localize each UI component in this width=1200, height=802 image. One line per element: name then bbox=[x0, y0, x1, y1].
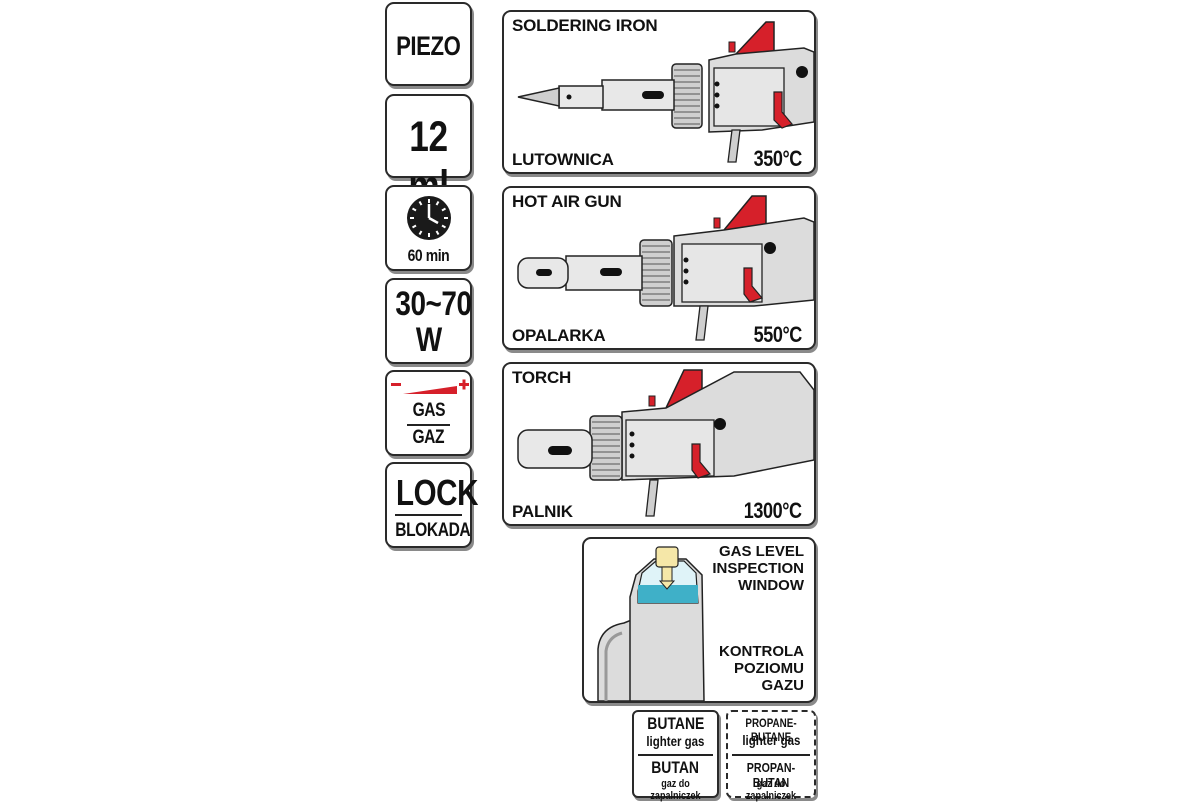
gas-type-subtitle: lighter gas bbox=[741, 732, 801, 748]
piezo-label: PIEZO bbox=[396, 31, 461, 61]
divider bbox=[732, 754, 810, 756]
gas-window-title-pl-line1: KONTROLA bbox=[719, 643, 804, 660]
mode-subtitle: PALNIK bbox=[512, 502, 573, 521]
gas-level-window-panel: GAS LEVEL INSPECTION WINDOW KONTROLA POZ… bbox=[582, 537, 816, 703]
gas-type-propane-butane: PROPANE-BUTANE lighter gas PROPAN-BUTAN … bbox=[726, 710, 816, 802]
gas-window-title-line1: GAS LEVEL bbox=[718, 543, 804, 560]
mode-temperature: 1300°C bbox=[744, 498, 802, 523]
hot-air-gun-illustration bbox=[517, 195, 814, 341]
power-range: 30~70 bbox=[395, 285, 472, 323]
gas-level-window-illustration bbox=[597, 546, 705, 701]
mode-temperature: 350°C bbox=[753, 146, 803, 171]
mode-subtitle: OPALARKA bbox=[512, 326, 606, 345]
gas-window-title-pl-line3: GAZU bbox=[761, 677, 805, 694]
mode-panel-soldering: SOLDERING IRON LUTOWNICA 350°C bbox=[502, 10, 816, 174]
gas-adjust-badge: GAS GAZ bbox=[385, 370, 472, 456]
power-unit: W bbox=[415, 321, 442, 359]
piezo-badge: PIEZO bbox=[385, 2, 472, 86]
power-badge: 30~70 W bbox=[385, 278, 472, 364]
gas-type-butane: BUTANE lighter gas BUTAN gaz do zapalnic… bbox=[632, 710, 719, 802]
divider bbox=[407, 424, 450, 426]
gas-label-en: GAS bbox=[412, 400, 445, 421]
gas-window-title-line2: INSPECTION bbox=[712, 560, 804, 577]
gas-label-pl: GAZ bbox=[412, 427, 445, 448]
gas-type-name-pl: BUTAN bbox=[651, 758, 700, 777]
gas-type-subtitle-pl: gaz do zapalniczek bbox=[650, 778, 701, 802]
mode-subtitle: LUTOWNICA bbox=[512, 150, 614, 169]
capacity-badge: 12 ml bbox=[385, 94, 472, 210]
gas-window-title-pl-line2: POZIOMU bbox=[734, 660, 804, 677]
mode-panel-torch: TORCH PALNIK 1300°C bbox=[502, 362, 816, 526]
divider bbox=[395, 514, 462, 516]
timer-label: 60 min bbox=[407, 246, 450, 265]
lock-label-en: LOCK bbox=[396, 472, 478, 513]
gas-type-subtitle: lighter gas bbox=[646, 733, 705, 749]
mode-temperature: 550°C bbox=[753, 322, 803, 347]
gas-level-wedge-icon bbox=[391, 379, 469, 394]
gas-type-name-pl: PROPAN-BUTAN bbox=[746, 760, 796, 790]
gas-type-subtitle-pl: gaz do zapalniczek bbox=[745, 778, 797, 802]
clock-icon bbox=[407, 196, 451, 240]
timer-badge: 60 min bbox=[385, 185, 472, 271]
torch-illustration bbox=[517, 369, 814, 517]
gas-type-name: BUTANE bbox=[646, 714, 705, 733]
divider bbox=[638, 754, 713, 756]
soldering-iron-illustration bbox=[517, 21, 814, 163]
mode-title: TORCH bbox=[512, 368, 572, 387]
lock-label-pl: BLOKADA bbox=[395, 520, 471, 541]
gas-window-title-line3: WINDOW bbox=[738, 577, 804, 594]
mode-panel-hot-air: HOT AIR GUN OPALARKA 550°C bbox=[502, 186, 816, 350]
gas-type-name: PROPANE-BUTANE bbox=[745, 716, 797, 744]
lock-badge: LOCK BLOKADA bbox=[385, 462, 478, 548]
mode-title: HOT AIR GUN bbox=[512, 192, 622, 211]
mode-title: SOLDERING IRON bbox=[512, 16, 658, 35]
